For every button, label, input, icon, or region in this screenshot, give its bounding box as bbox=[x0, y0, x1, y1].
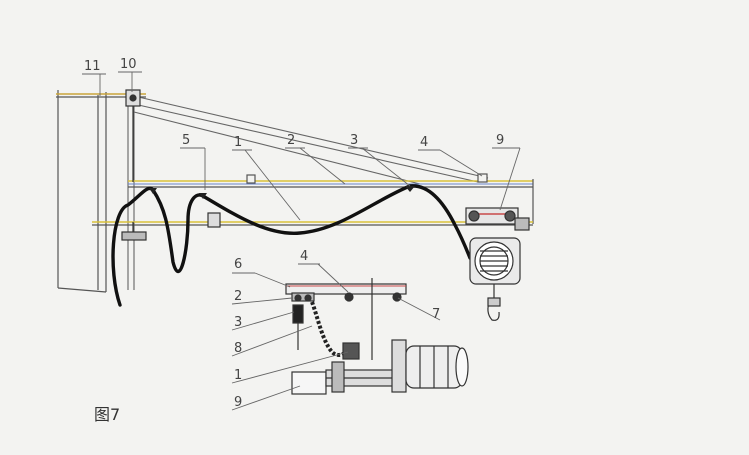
tie-rod bbox=[133, 95, 489, 185]
label-4: 4 bbox=[420, 135, 428, 150]
detail-label-1: 1 bbox=[234, 368, 242, 383]
leader-lines-top bbox=[82, 71, 521, 221]
detail-label-3: 3 bbox=[234, 315, 242, 330]
hoist-trolley bbox=[465, 207, 530, 321]
detail-label-2: 2 bbox=[234, 289, 242, 304]
part-labels-detail: 6 4 2 3 8 1 9 7 bbox=[234, 249, 440, 410]
detail-label-8: 8 bbox=[234, 341, 242, 356]
label-2: 2 bbox=[287, 133, 295, 148]
detail-label-7: 7 bbox=[432, 307, 440, 322]
part-labels-top: 11 10 5 1 2 3 4 9 bbox=[84, 57, 504, 150]
detail-label-9: 9 bbox=[234, 395, 242, 410]
label-5: 5 bbox=[182, 133, 190, 148]
label-9: 9 bbox=[496, 133, 504, 148]
label-10: 10 bbox=[120, 57, 137, 72]
detail-view bbox=[285, 278, 469, 395]
label-11: 11 bbox=[84, 59, 101, 74]
festoon-cable bbox=[111, 184, 472, 307]
column bbox=[56, 90, 146, 293]
label-1: 1 bbox=[234, 135, 242, 150]
lower-clamp bbox=[121, 212, 221, 241]
leader-lines-detail bbox=[231, 263, 441, 411]
cable-carriers bbox=[149, 186, 415, 199]
top-hanger bbox=[125, 89, 141, 182]
detail-label-6: 6 bbox=[234, 257, 242, 272]
figure-caption: 图7 bbox=[94, 405, 120, 424]
label-3: 3 bbox=[350, 133, 358, 148]
detail-label-4: 4 bbox=[300, 249, 308, 264]
